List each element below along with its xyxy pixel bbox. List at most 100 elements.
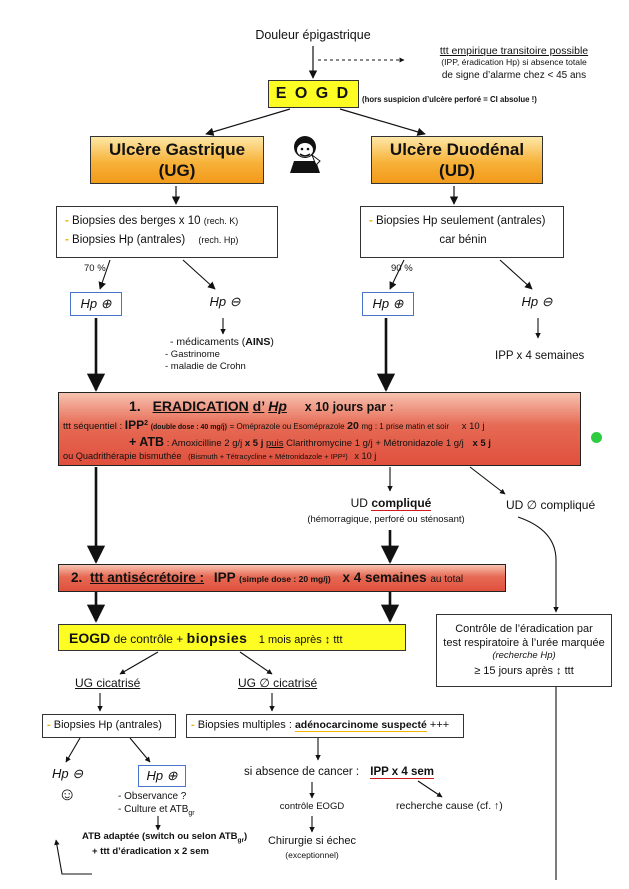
controle-l3: (recherche Hp): [492, 650, 556, 661]
eogd2-biopsies: biopsies: [186, 630, 248, 646]
chirurgie-si-echec: Chirurgie si échec: [267, 835, 357, 847]
ud-complique-word: compliqué: [371, 496, 432, 511]
atb-adaptee-end: ): [244, 831, 248, 842]
ug-biopsy1-note: (rech. K): [203, 216, 239, 226]
adeno-plus: +++: [429, 719, 450, 731]
controle-eradication-box: Contrôle de l’éradication par test respi…: [436, 614, 612, 687]
eogd2-label: EOGD: [69, 630, 111, 646]
bullet-dash: -: [47, 719, 54, 731]
eradication-box: 1. ERADICATION d’ Hp x 10 jours par : tt…: [58, 392, 581, 466]
ug-biopsy-line1: - Biopsies des berges x 10 (rech. K): [65, 215, 238, 228]
ug-title: Ulcère Gastrique: [108, 140, 246, 159]
quad-label: ou Quadrithérapie bismuthée: [63, 451, 182, 461]
ud-non-complique: UD ∅ compliqué: [506, 498, 596, 512]
ud-box: Ulcère Duodénal (UD): [371, 136, 543, 184]
eogd-note: (hors suspicion d’ulcère perforé = CI ab…: [362, 95, 537, 104]
ud-abbr: (UD): [439, 161, 475, 180]
si-absence-text: si absence de cancer :: [244, 766, 360, 778]
ttt-empirique-detail: (IPP, éradication Hp) si absence totale: [441, 57, 587, 67]
green-status-dot: [591, 432, 602, 443]
ud-biopsy-line2: car bénin: [439, 234, 487, 246]
atb-label: + ATB: [129, 435, 165, 449]
seq-label: ttt séquentiel :: [63, 421, 123, 432]
atb-adaptee-sub: gr: [237, 836, 245, 844]
ud-pct: 90 %: [391, 263, 413, 274]
eogd2-mid: de contrôle +: [113, 632, 184, 646]
ud-complique-detail: (hémorragique, perforé ou sténosant): [307, 514, 465, 525]
antisec-ipp: IPP: [213, 570, 236, 585]
ud-hp-positive: Hp ⊕: [362, 292, 414, 316]
atb-puis: puis: [266, 438, 284, 449]
douleur-label: Douleur épigastrique: [255, 28, 371, 42]
bullet-dash: -: [191, 719, 198, 731]
eradication-hp: Hp: [268, 398, 287, 414]
ttt-empirique-text: ttt empirique transitoire possible: [439, 45, 589, 57]
ug-biopsy-line2: - Biopsies Hp (antrales) (rech. Hp): [65, 234, 238, 247]
ttt-empirique-detail2: de signe d’alarme chez < 45 ans: [441, 70, 587, 81]
eradication-seq-line: ttt séquentiel : IPP2 (double dose : 40 …: [63, 418, 485, 433]
atb-clari: Clarithromycine 1 g/j: [286, 438, 373, 449]
antisecretoire-line: 2. ttt antisécrétoire : IPP (simple dose…: [71, 570, 463, 586]
ug-hp-negative: Hp ⊖: [209, 294, 241, 309]
ug-biopsy2-text: Biopsies Hp (antrales): [72, 234, 186, 246]
final-hp-negative: Hp ⊖: [52, 766, 84, 781]
ipp-4-sem: IPP x 4 sem: [370, 766, 435, 779]
eradication-num: 1.: [129, 398, 141, 414]
adenocarcinome-text: adénocarcinome suspecté: [294, 719, 427, 732]
si-absence-cancer: si absence de cancer : IPP x 4 sem: [244, 766, 435, 779]
antisec-dose: (simple dose : 20 mg/j): [239, 574, 331, 584]
controle-l2: test respiratoire à l’urée marquée: [443, 637, 605, 649]
antisecretoire-box: 2. ttt antisécrétoire : IPP (simple dose…: [58, 564, 506, 592]
final-hp-positive: Hp ⊕: [138, 765, 186, 787]
atb-adaptee: ATB adaptée (switch ou selon ATBgr): [82, 831, 248, 844]
seq-10j: x 10 j: [461, 421, 485, 432]
seq-mg: mg : 1 prise matin et soir: [361, 422, 450, 431]
ud-title: Ulcère Duodénal: [389, 140, 525, 159]
biopsies-multiples-line: - Biopsies multiples : adénocarcinome su…: [191, 719, 449, 732]
ug-pct: 70 %: [84, 263, 106, 274]
ud-biopsies-box: - Biopsies Hp seulement (antrales) car b…: [360, 206, 564, 258]
eradication-quad-line: ou Quadrithérapie bismuthée (Bismuth + T…: [63, 451, 376, 462]
biopsies-hp-text: Biopsies Hp (antrales): [53, 719, 162, 731]
eradication-word: ERADICATION: [152, 398, 249, 414]
smiley-icon: ☺: [58, 784, 77, 804]
seq-rest: = Oméprazole ou Esoméprazole: [229, 422, 345, 431]
eradication-duration: x 10 jours par :: [304, 400, 394, 414]
ug-biopsy1-text: Biopsies des berges x 10: [72, 215, 201, 227]
ttt-empirique-label: ttt empirique transitoire possible: [408, 45, 620, 57]
culture-atb-text: - Culture et ATB: [118, 804, 189, 815]
ug-hp-positive: Hp ⊕: [70, 292, 122, 316]
antisec-total: au total: [430, 574, 464, 585]
ug-non-cicatrise: UG ∅ cicatrisé: [238, 676, 318, 690]
biopsies-multiples-box: - Biopsies multiples : adénocarcinome su…: [186, 714, 464, 738]
controle-l1: Contrôle de l’éradication par: [455, 623, 593, 635]
eogd2-delay: 1 mois après ↕ ttt: [258, 634, 343, 646]
ttt-eradication-2sem: + ttt d’éradication x 2 sem: [92, 846, 209, 857]
eogd-controle-line: EOGD de contrôle + biopsies 1 mois après…: [69, 630, 343, 647]
ud-biopsy1-text: Biopsies Hp seulement (antrales): [376, 215, 546, 227]
biopsies-hp-box: - Biopsies Hp (antrales): [42, 714, 176, 738]
eradication-atb-line: + ATB : Amoxicilline 2 g/j x 5 j puis Cl…: [129, 435, 491, 450]
ug-cause-1: - médicaments (AINS): [170, 336, 274, 348]
eogd-controle-box: EOGD de contrôle + biopsies 1 mois après…: [58, 624, 406, 651]
atb-metro: + Métronidazole 1 g/j: [375, 438, 464, 449]
ug-abbr: (UG): [158, 161, 196, 180]
ug-biopsies-box: - Biopsies des berges x 10 (rech. K) - B…: [56, 206, 278, 258]
quad-detail: (Bismuth + Tétracycline + Métronidazole …: [188, 452, 348, 461]
atb-5j: x 5 j: [244, 438, 264, 449]
culture-atb-sub: gr: [188, 810, 195, 817]
ud-hp-negative: Hp ⊖: [521, 294, 553, 309]
antisec-label: ttt antisécrétoire :: [90, 570, 205, 585]
atb-adaptee-text: ATB adaptée (switch ou selon ATB: [82, 831, 238, 842]
antisec-num: 2.: [71, 570, 83, 585]
seq-ipp-sup: 2: [144, 419, 149, 427]
ug-cause-2: - Gastrinome: [165, 349, 220, 360]
bullet-dash: -: [65, 215, 73, 227]
ud-ipp-4-semaines: IPP x 4 semaines: [495, 350, 585, 362]
controle-l4: ≥ 15 jours après ↕ ttt: [474, 665, 574, 677]
biopsies-hp-line: - Biopsies Hp (antrales): [47, 719, 162, 732]
bullet-dash: -: [369, 215, 377, 227]
ug-biopsy2-note: (rech. Hp): [198, 235, 239, 245]
